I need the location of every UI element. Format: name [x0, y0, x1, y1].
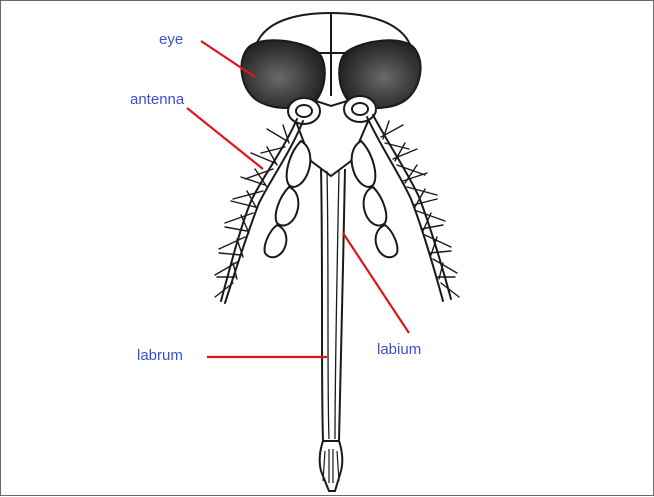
- antenna-base-left: [288, 98, 320, 124]
- leader-line-antenna: [187, 108, 263, 169]
- label-antenna: antenna: [130, 92, 184, 107]
- label-labium: labium: [377, 342, 421, 357]
- antenna-base-right: [344, 96, 376, 122]
- proboscis: [320, 169, 345, 491]
- label-eye: eye: [159, 32, 183, 47]
- palp-left: [265, 141, 311, 257]
- compound-eye-left: [241, 40, 324, 108]
- palp-right: [352, 141, 398, 257]
- label-labrum: labrum: [137, 348, 183, 363]
- leader-line-labium: [343, 233, 409, 333]
